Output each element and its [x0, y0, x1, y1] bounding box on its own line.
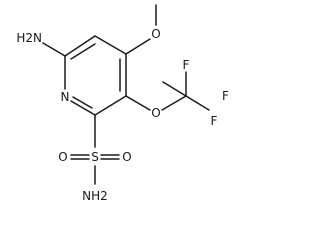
fluorine-top-label: F	[183, 58, 190, 72]
bond-c4-methoxy-o	[125, 38, 151, 55]
bond-c5-c6	[94, 95, 127, 116]
bond-c2-nh2	[42, 42, 66, 57]
methoxy-oxygen-label: O	[151, 27, 160, 41]
bond-cf3-f-left	[162, 81, 187, 97]
sulfur-label: S	[91, 150, 99, 164]
bond-c2-c3	[64, 35, 96, 57]
sulfonyl-oxygen-left-label: O	[58, 150, 67, 164]
sulfonamide-nh2-label: NH2	[82, 189, 108, 203]
substituent-bonds	[42, 4, 210, 185]
bond-c2-c3-double	[70, 43, 96, 60]
pyridine-ring	[64, 35, 127, 116]
fluorine-bottom-label: F	[211, 114, 218, 128]
atom-labels: H2N N O O F F F S O O NH2	[16, 27, 229, 203]
bond-c6-n1-double	[72, 96, 93, 109]
bond-ether-o-cf3	[161, 95, 187, 111]
bond-c3-c4	[94, 35, 127, 55]
chemical-structure: H2N N O O F F F S O O NH2	[16, 4, 229, 203]
ether-oxygen-label: O	[151, 106, 160, 120]
bond-c6-n1	[70, 100, 96, 116]
sulfonyl-oxygen-right-label: O	[122, 150, 131, 164]
amino-label: H2N	[16, 31, 42, 45]
bond-cf3-f-right	[185, 95, 210, 111]
ring-nitrogen-label: N	[61, 90, 70, 104]
bond-c5-ether-o	[125, 95, 151, 111]
fluorine-right-label: F	[222, 89, 229, 103]
